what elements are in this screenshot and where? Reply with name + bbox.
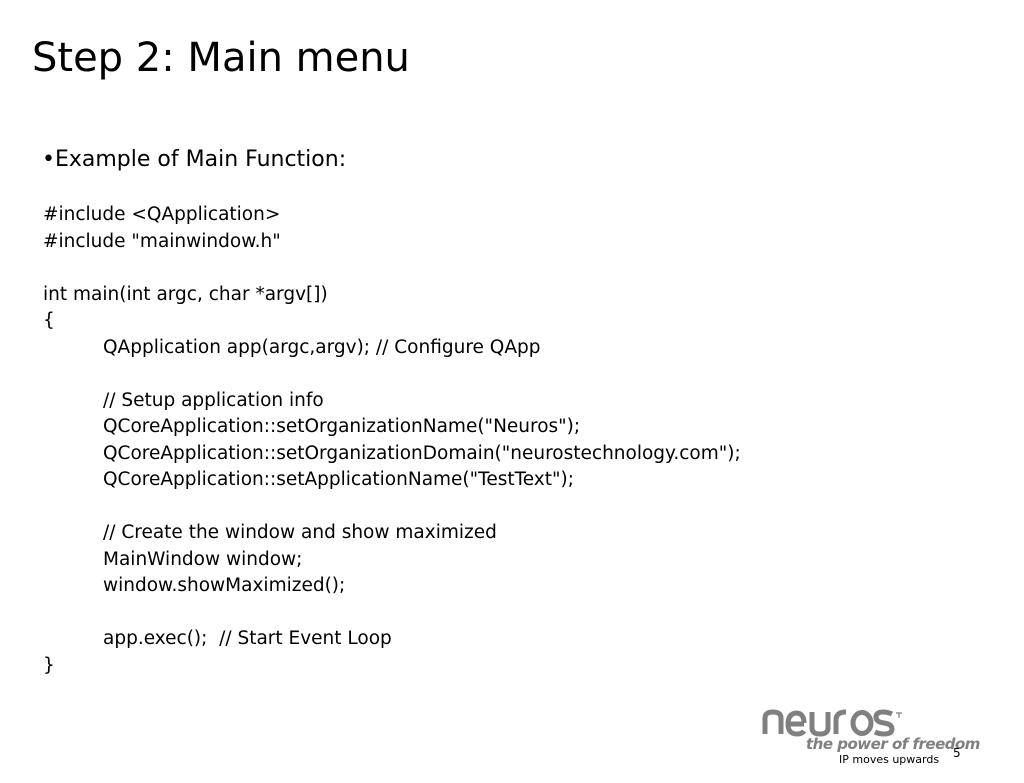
code-line: QCoreApplication::setOrganizationName("N… — [103, 416, 581, 437]
code-line — [43, 494, 741, 521]
slide-title: Step 2: Main menu — [32, 35, 410, 81]
code-line: // Create the window and show maximized — [103, 522, 497, 543]
code-line: MainWindow window; — [103, 548, 303, 570]
bullet-point: •Example of Main Function: — [42, 147, 347, 172]
neuros-logo-icon — [760, 704, 950, 774]
code-line: QApplication app(argc,argv); // Configur… — [103, 336, 541, 358]
code-line: { — [43, 310, 55, 331]
code-line: window.showMaximized(); — [103, 575, 346, 596]
code-line — [43, 361, 741, 388]
code-block: #include <QApplication> #include "mainwin… — [43, 202, 741, 679]
page-number: 5 — [953, 746, 961, 760]
code-line: #include "mainwindow.h" — [43, 230, 281, 252]
code-line: QCoreApplication::setOrganizationDomain(… — [103, 442, 741, 464]
code-line — [43, 600, 741, 627]
code-line: int main(int argc, char *argv[]) — [43, 283, 328, 305]
code-line — [43, 255, 741, 282]
code-line: #include <QApplication> — [43, 204, 281, 225]
code-line: } — [43, 654, 55, 676]
slogan: IP moves upwards — [839, 753, 940, 766]
code-line: app.exec(); // Start Event Loop — [103, 628, 392, 649]
code-line: // Setup application info — [103, 389, 324, 411]
code-line: QCoreApplication::setApplicationName("Te… — [103, 469, 574, 490]
logo-tagline: the power of freedom — [806, 735, 980, 753]
